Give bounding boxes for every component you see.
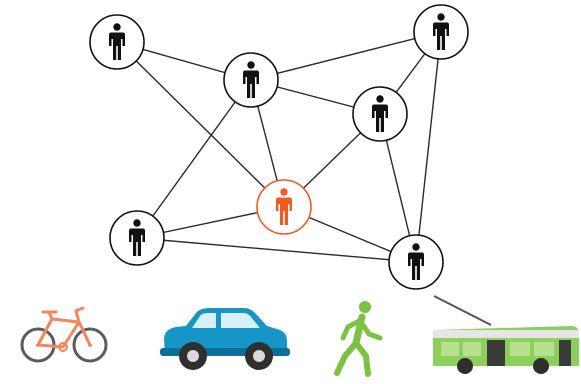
bicycle-icon: [20, 306, 108, 363]
person-node: [223, 52, 279, 108]
person-icon: [408, 243, 424, 280]
person-node: [109, 210, 165, 266]
highlighted-person-icon: [276, 188, 292, 225]
central-person-node: [256, 179, 312, 235]
person-node: [352, 86, 408, 142]
edge: [116, 41, 285, 208]
person-node: [388, 234, 444, 290]
edge: [415, 31, 442, 263]
walking-person-icon: [334, 301, 383, 377]
person-icon: [109, 23, 125, 60]
bus-icon: [433, 295, 579, 374]
network-nodes: [89, 4, 469, 290]
person-node: [89, 14, 145, 70]
person-icon: [372, 95, 388, 132]
car-icon: [160, 308, 290, 370]
person-node: [413, 4, 469, 60]
person-icon: [243, 61, 259, 98]
person-icon: [433, 13, 449, 50]
edge: [136, 237, 417, 263]
person-icon: [129, 219, 145, 256]
edge: [250, 31, 442, 81]
edge: [136, 79, 252, 239]
